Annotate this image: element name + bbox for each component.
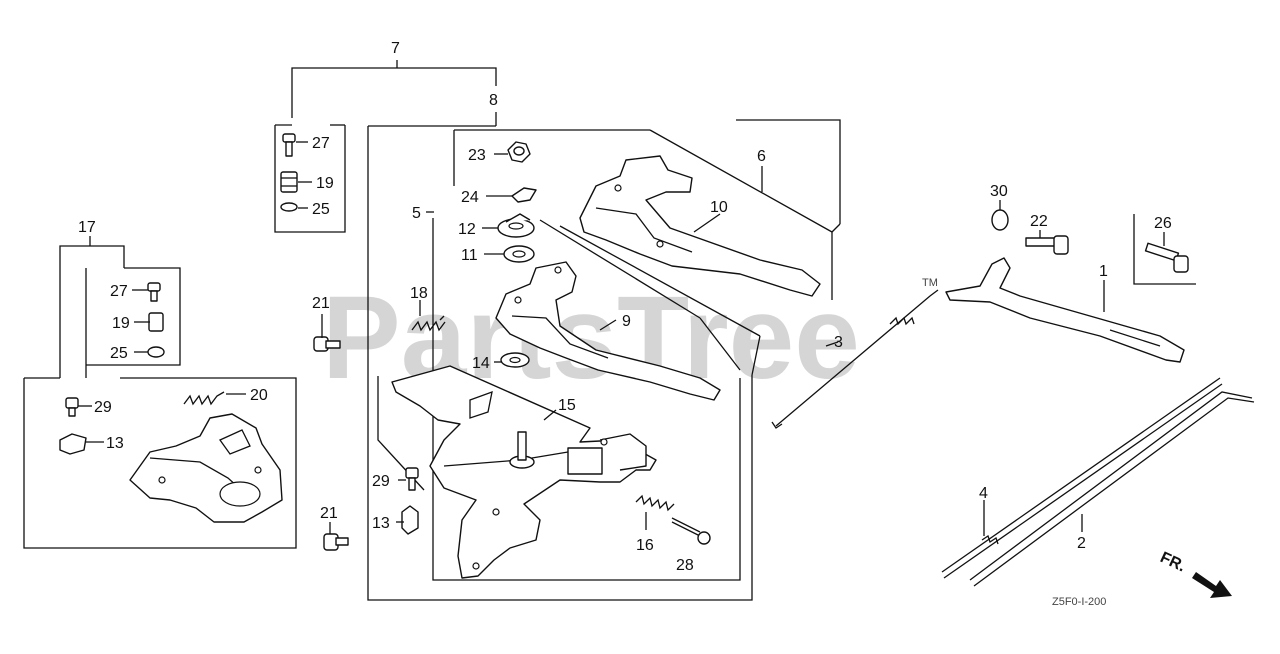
callout-25-top: 25 — [312, 201, 330, 218]
part-clip-13-left — [59, 433, 87, 455]
callout-10: 10 — [710, 199, 728, 216]
callout-4: 4 — [979, 485, 988, 502]
part-spring-16 — [635, 494, 675, 512]
callout-2: 2 — [1077, 535, 1086, 552]
callout-13-left: 13 — [106, 435, 124, 452]
part-washer-12 — [497, 213, 535, 238]
part-washer-14 — [500, 352, 530, 368]
part-clip-25-left — [147, 346, 165, 358]
callout-3: 3 — [834, 334, 843, 351]
callout-21-top: 21 — [312, 295, 330, 312]
callout-12: 12 — [458, 221, 476, 238]
callout-17: 17 — [78, 219, 96, 236]
part-spring-18 — [411, 315, 446, 332]
part-nut-23 — [507, 141, 531, 163]
callout-21-bottom: 21 — [320, 505, 338, 522]
callout-5: 5 — [412, 205, 421, 222]
part-rod-2 — [941, 377, 1255, 587]
part-bolt-26 — [1144, 242, 1189, 273]
callout-15: 15 — [558, 397, 576, 414]
part-nut-19-top — [280, 171, 298, 193]
part-bolt-27-left — [147, 282, 161, 302]
callout-25-left: 25 — [110, 345, 128, 362]
callout-24: 24 — [461, 189, 479, 206]
callout-9: 9 — [622, 313, 631, 330]
direction-arrow — [1192, 572, 1232, 598]
callout-22: 22 — [1030, 213, 1048, 230]
group-brackets — [23, 60, 1196, 601]
part-clip-13-middle — [401, 505, 419, 535]
part-bolt-28 — [671, 517, 711, 545]
direction-label: FR. — [1157, 549, 1188, 575]
part-lever-1 — [945, 257, 1185, 363]
callout-19-left: 19 — [112, 315, 130, 332]
callout-18: 18 — [410, 285, 428, 302]
part-rod-3 — [771, 289, 939, 429]
callout-19-top: 19 — [316, 175, 334, 192]
callout-27-left: 27 — [110, 283, 128, 300]
part-bolt-27-top — [282, 133, 296, 157]
callout-7: 7 — [391, 40, 400, 57]
part-bolt-29-middle — [405, 467, 419, 491]
callout-29-middle: 29 — [372, 473, 390, 490]
callout-8: 8 — [489, 92, 498, 109]
callout-6: 6 — [757, 148, 766, 165]
part-clip-24 — [511, 187, 537, 203]
callout-20: 20 — [250, 387, 268, 404]
part-bolt-21-top — [313, 336, 341, 352]
watermark-tm: TM — [922, 277, 938, 289]
part-bolt-22 — [1025, 235, 1069, 255]
callout-13-middle: 13 — [372, 515, 390, 532]
callout-14: 14 — [472, 355, 490, 372]
part-bolt-29-left — [65, 397, 79, 417]
callout-28: 28 — [676, 557, 694, 574]
part-governor-bracket — [129, 413, 283, 523]
part-collar-30 — [991, 209, 1009, 231]
callout-1: 1 — [1099, 263, 1108, 280]
part-base-15 — [391, 365, 657, 579]
callout-27-top: 27 — [312, 135, 330, 152]
leader-lines — [78, 141, 1165, 536]
part-spring-20 — [183, 391, 225, 406]
part-bolt-21-bottom — [323, 533, 349, 551]
callout-16: 16 — [636, 537, 654, 554]
part-nut-19-left — [148, 312, 164, 332]
part-clip-25-top — [280, 202, 298, 212]
callout-23: 23 — [468, 147, 486, 164]
diagram-code: Z5F0-I-200 — [1052, 596, 1106, 608]
callout-labels: 7 8 27 19 25 23 24 12 11 5 6 10 9 14 18 … — [78, 40, 1172, 574]
part-washer-11 — [503, 245, 535, 263]
callout-29-left: 29 — [94, 399, 112, 416]
part-lever-9 — [495, 261, 721, 401]
part-lever-10 — [579, 155, 821, 297]
callout-11: 11 — [461, 247, 478, 264]
callout-26: 26 — [1154, 215, 1172, 232]
callout-30: 30 — [990, 183, 1008, 200]
